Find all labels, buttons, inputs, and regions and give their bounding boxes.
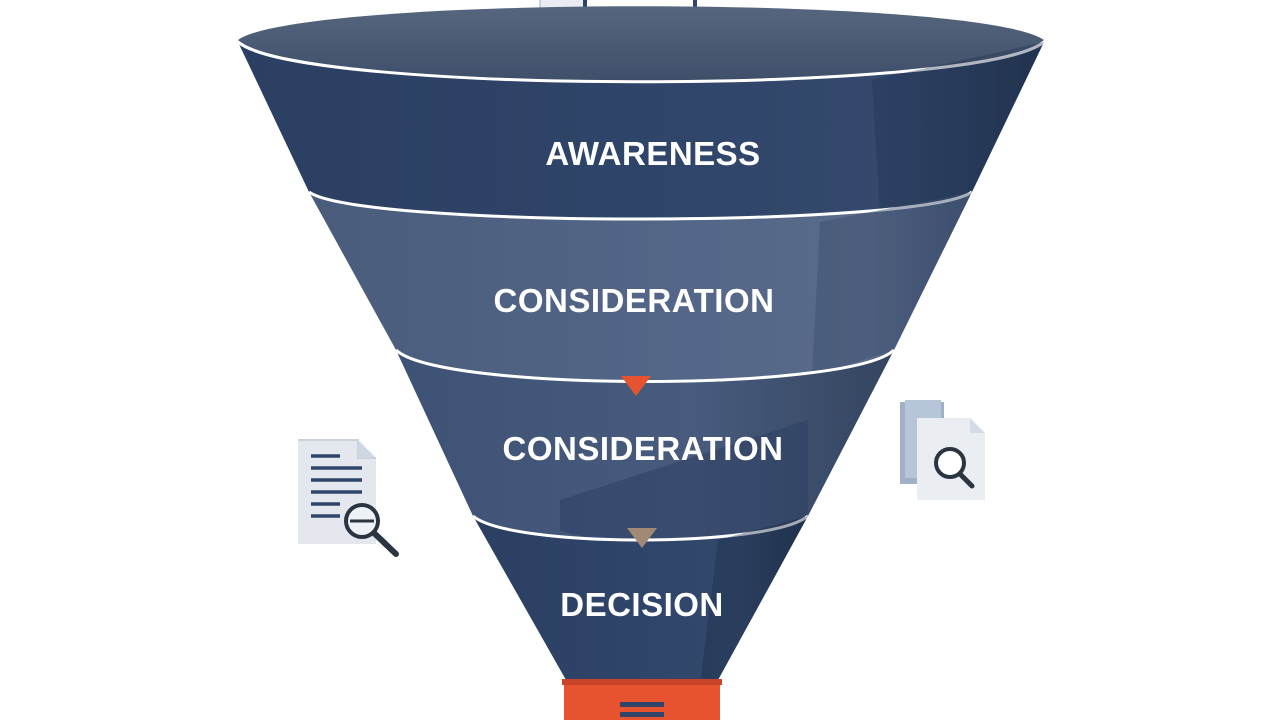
funnel-stage-consideration-1: CONSIDERATION bbox=[308, 190, 973, 382]
tan-triangle-marker bbox=[627, 528, 657, 548]
file-search-icon bbox=[900, 400, 985, 500]
output-tray-icon bbox=[562, 679, 722, 723]
funnel-rim bbox=[238, 6, 1044, 82]
funnel-stage-awareness: AWARENESS bbox=[237, 40, 1045, 219]
stage-label-awareness: AWARENESS bbox=[545, 135, 760, 172]
orange-triangle-marker bbox=[621, 376, 651, 396]
document-search-icon bbox=[298, 439, 399, 557]
funnel-stage-decision: DECISION bbox=[472, 514, 809, 689]
stage-label-decision: DECISION bbox=[560, 586, 724, 623]
funnel-stage-consideration-2: CONSIDERATION bbox=[394, 348, 896, 543]
stage-label-consideration-2: CONSIDERATION bbox=[503, 430, 784, 467]
stage-label-consideration-1: CONSIDERATION bbox=[494, 282, 775, 319]
